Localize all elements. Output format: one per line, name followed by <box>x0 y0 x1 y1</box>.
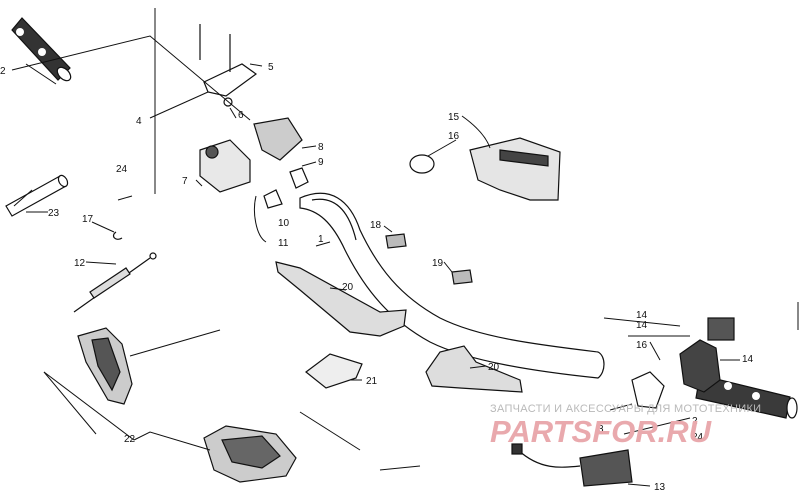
part-labels: 2 4 5 6 7 8 9 10 11 24 1 15 16 23 17 12 … <box>0 62 754 493</box>
label-22: 22 <box>124 434 136 445</box>
label-15: 14 <box>636 310 648 321</box>
label-14-top: 14 <box>636 320 648 331</box>
bracket-right <box>425 269 523 393</box>
label-20-a: 18 <box>370 220 382 231</box>
label-8: 8 <box>318 142 324 153</box>
leader-lines <box>11 8 799 487</box>
mount-plate <box>305 353 363 389</box>
label-2-right: 2 <box>692 416 698 427</box>
label-11: 11 <box>278 238 289 249</box>
watermark-tagline: ЗАПЧАСТИ И АКСЕССУАРЫ ДЛЯ МОТОТЕХНИКИ <box>490 403 761 415</box>
label-12: 12 <box>74 258 86 269</box>
label-3: 3 <box>598 424 604 435</box>
label-9: 9 <box>318 157 324 168</box>
handguard-top <box>409 137 561 201</box>
label-13: 13 <box>654 482 666 493</box>
handlebar <box>299 192 605 379</box>
clip <box>112 231 123 240</box>
label-21: 21 <box>366 376 378 387</box>
label-16: 16 <box>636 340 648 351</box>
mount-block <box>199 24 309 209</box>
heater-harness <box>511 443 633 487</box>
right-grip <box>695 374 798 419</box>
label-1: 1 <box>318 234 324 245</box>
switch-housing <box>631 317 735 409</box>
label-20-d: 20 <box>488 362 500 373</box>
handguard-shells <box>77 327 297 483</box>
label-19: 17 <box>82 214 94 225</box>
label-18: 16 <box>448 131 460 142</box>
left-grip <box>11 17 72 82</box>
label-24-bottom: 24 <box>692 432 704 443</box>
crossbar-pad <box>5 174 69 217</box>
bracket-left <box>275 233 407 337</box>
label-23: 23 <box>48 208 60 219</box>
label-6: 6 <box>238 110 244 121</box>
watermark-logo: PARTSFOR.RU <box>490 414 713 449</box>
label-20-b: 19 <box>432 258 444 269</box>
label-20-c: 20 <box>342 282 354 293</box>
label-24-top: 24 <box>116 164 128 175</box>
label-7: 7 <box>182 176 188 187</box>
label-17: 15 <box>448 112 460 123</box>
throttle-cable <box>73 252 157 313</box>
watermark: ЗАПЧАСТИ И АКСЕССУАРЫ ДЛЯ МОТОТЕХНИКИ PA… <box>490 403 761 449</box>
label-4: 4 <box>136 116 142 127</box>
label-2-left: 2 <box>0 66 6 77</box>
label-5: 5 <box>268 62 274 73</box>
label-10: 10 <box>278 218 290 229</box>
label-14-right: 14 <box>742 354 754 365</box>
